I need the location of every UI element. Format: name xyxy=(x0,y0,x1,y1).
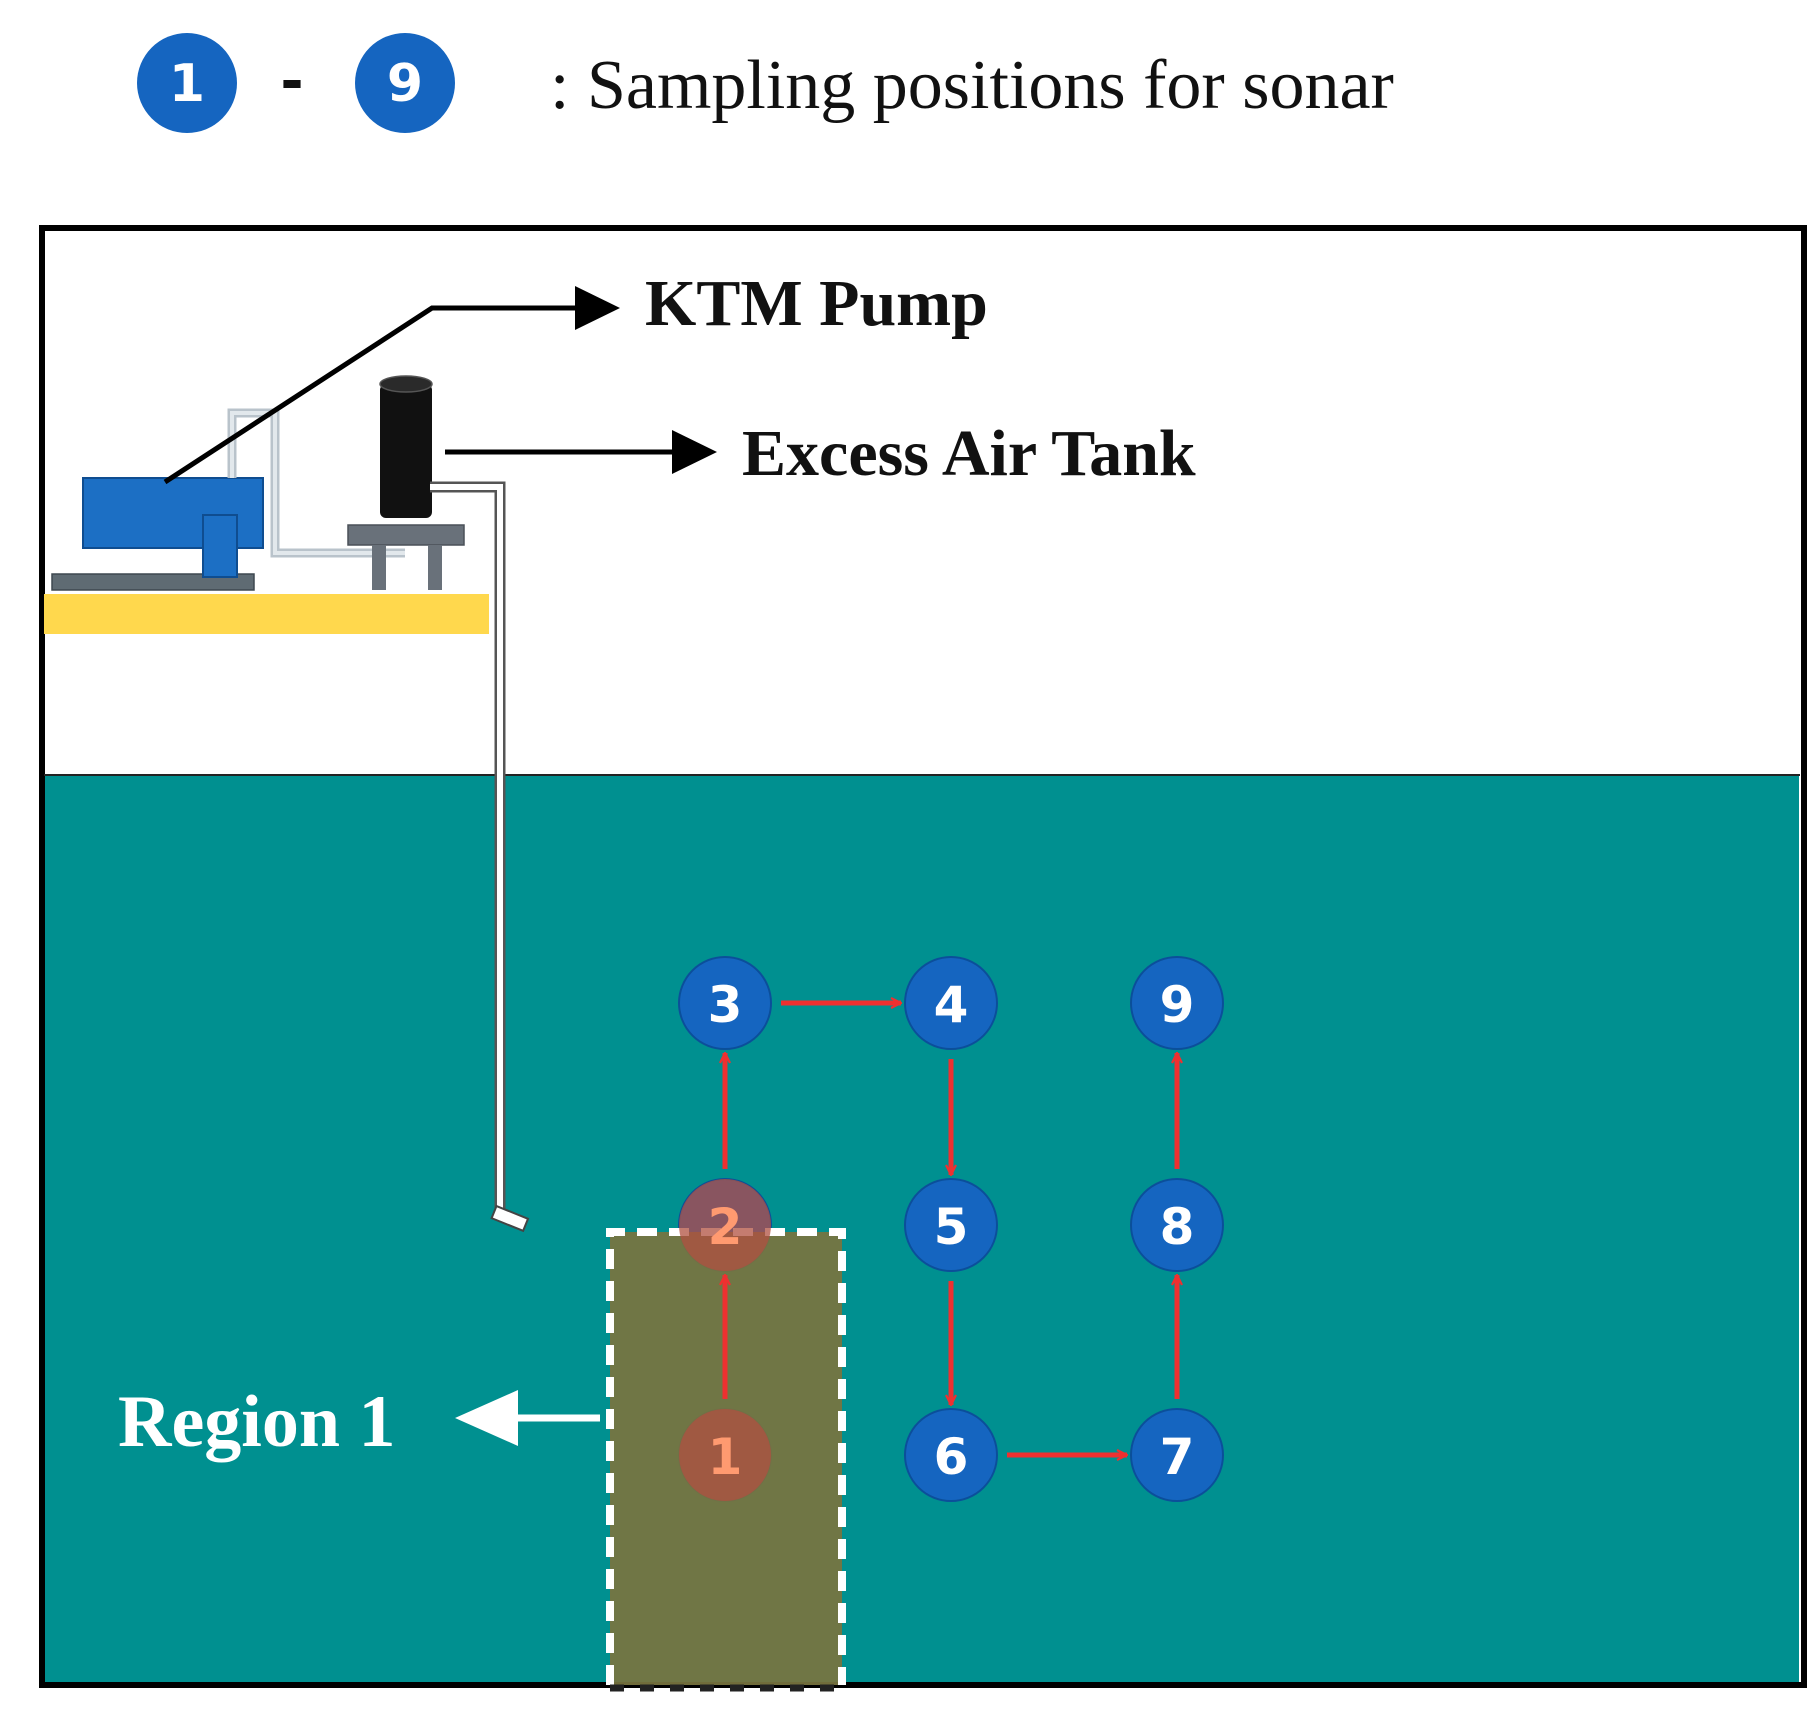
legend-marker-first-label: 1 xyxy=(169,54,205,114)
legend-marker-last xyxy=(355,33,455,133)
sampling-position-label-4: 4 xyxy=(934,976,969,1034)
sampling-position-9 xyxy=(1130,956,1224,1050)
pump-callout xyxy=(163,286,620,485)
scene-frame xyxy=(39,225,1807,1688)
sampling-position-8 xyxy=(1130,1178,1224,1272)
sampling-position-label-6: 6 xyxy=(934,1428,969,1486)
legend-dash: - xyxy=(280,49,303,114)
sampling-position-label-8: 8 xyxy=(1160,1198,1195,1256)
sampling-position-label-2: 2 xyxy=(708,1198,743,1256)
sampling-position-label-7: 7 xyxy=(1160,1428,1195,1486)
suction-hose xyxy=(430,481,530,1233)
sampling-position-7 xyxy=(1130,1408,1224,1502)
sampling-position-3 xyxy=(678,956,772,1050)
sampling-position-label-9: 9 xyxy=(1160,976,1195,1034)
sampling-position-2-tint xyxy=(679,1179,771,1271)
path-arrows xyxy=(725,1003,1177,1455)
sampling-position-label-3: 3 xyxy=(708,976,743,1034)
excess-air-tank xyxy=(347,375,465,590)
legend-marker-last-label: 9 xyxy=(387,54,423,114)
platform xyxy=(44,594,489,634)
legend-text: : Sampling positions for sonar xyxy=(550,47,1394,124)
covered-markers: 12 xyxy=(679,1179,771,1501)
sampling-position-5 xyxy=(904,1178,998,1272)
ktm-pump xyxy=(82,408,405,578)
sampling-position-label-5: 5 xyxy=(934,1198,969,1256)
sampling-position-label-1: 1 xyxy=(708,1428,743,1486)
tank-label: Excess Air Tank xyxy=(742,417,1196,490)
tank-callout xyxy=(445,430,717,474)
sampling-position-6 xyxy=(904,1408,998,1502)
region-1-callout xyxy=(455,1390,600,1446)
legend-marker-first xyxy=(137,33,237,133)
sampling-position-1-tint xyxy=(679,1409,771,1501)
legend: 1 - 9 : Sampling positions for sonar xyxy=(137,33,1394,133)
sampling-position-4 xyxy=(904,956,998,1050)
pump-label: KTM Pump xyxy=(645,267,988,340)
region-1-label: Region 1 xyxy=(118,1381,396,1463)
